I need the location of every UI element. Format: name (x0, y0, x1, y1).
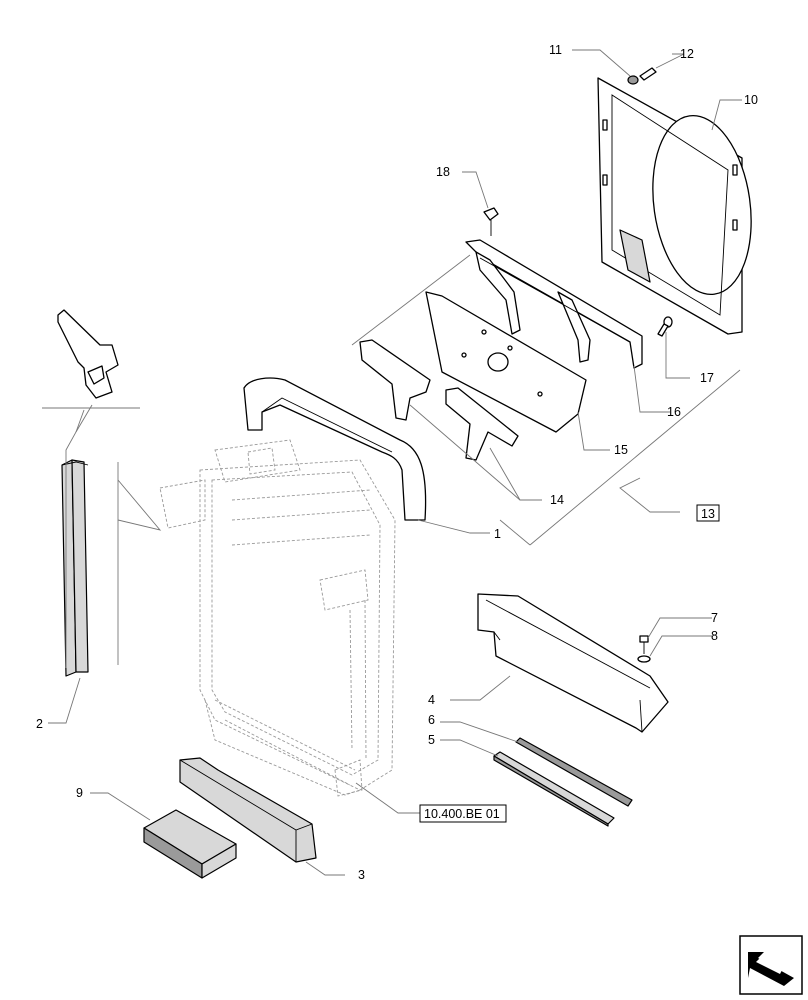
part-1-top-seal (243, 377, 427, 521)
part-9-foam-block (143, 809, 237, 879)
leader-lines (48, 49, 742, 876)
callout-7: 7 (711, 611, 718, 625)
callout-15: 15 (614, 443, 628, 457)
part-5-6-strips (493, 737, 633, 827)
part-17-screw (657, 316, 673, 337)
callout-6: 6 (428, 713, 435, 727)
callout-2: 2 (36, 717, 43, 731)
callout-18: 18 (436, 165, 450, 179)
part-11-12-washer-bolt (627, 67, 657, 85)
callout-10: 10 (744, 93, 758, 107)
part-14-side-brackets (359, 339, 519, 461)
callout-13: 13 (701, 507, 715, 521)
group-13-outline (351, 254, 741, 546)
reference-box[interactable] (419, 804, 507, 823)
callout-4: 4 (428, 693, 435, 707)
part-10-fan-shroud (597, 77, 752, 335)
callout-17: 17 (700, 371, 714, 385)
callout-3: 3 (358, 868, 365, 882)
callout-12: 12 (680, 47, 694, 61)
callout-16: 16 (667, 405, 681, 419)
part-3-lower-foam (179, 757, 317, 863)
reference-label[interactable]: 10.400.BE 01 (424, 807, 500, 821)
reference-link[interactable]: 10.400.BE 01 (419, 804, 507, 823)
callout-5: 5 (428, 733, 435, 747)
next-page-arrow-icon[interactable] (739, 935, 803, 995)
part-15-center-plate (425, 291, 587, 433)
radiator-reference-ghost (159, 439, 396, 797)
callout-9: 9 (76, 786, 83, 800)
callout-8: 8 (711, 629, 718, 643)
part-2-edge-seal (42, 309, 162, 677)
part-18-bolt (483, 207, 499, 236)
part-4-lower-deflector (477, 593, 669, 733)
part-16-top-bracket (465, 239, 643, 369)
callout-14: 14 (550, 493, 564, 507)
callout-labels: 11 12 10 18 17 16 15 14 1 13 7 8 4 6 5 2… (36, 43, 758, 882)
callout-13-box (696, 504, 720, 522)
callout-11: 11 (549, 43, 562, 57)
callout-1: 1 (494, 527, 501, 541)
part-7-8-bolt-washer (637, 635, 651, 663)
